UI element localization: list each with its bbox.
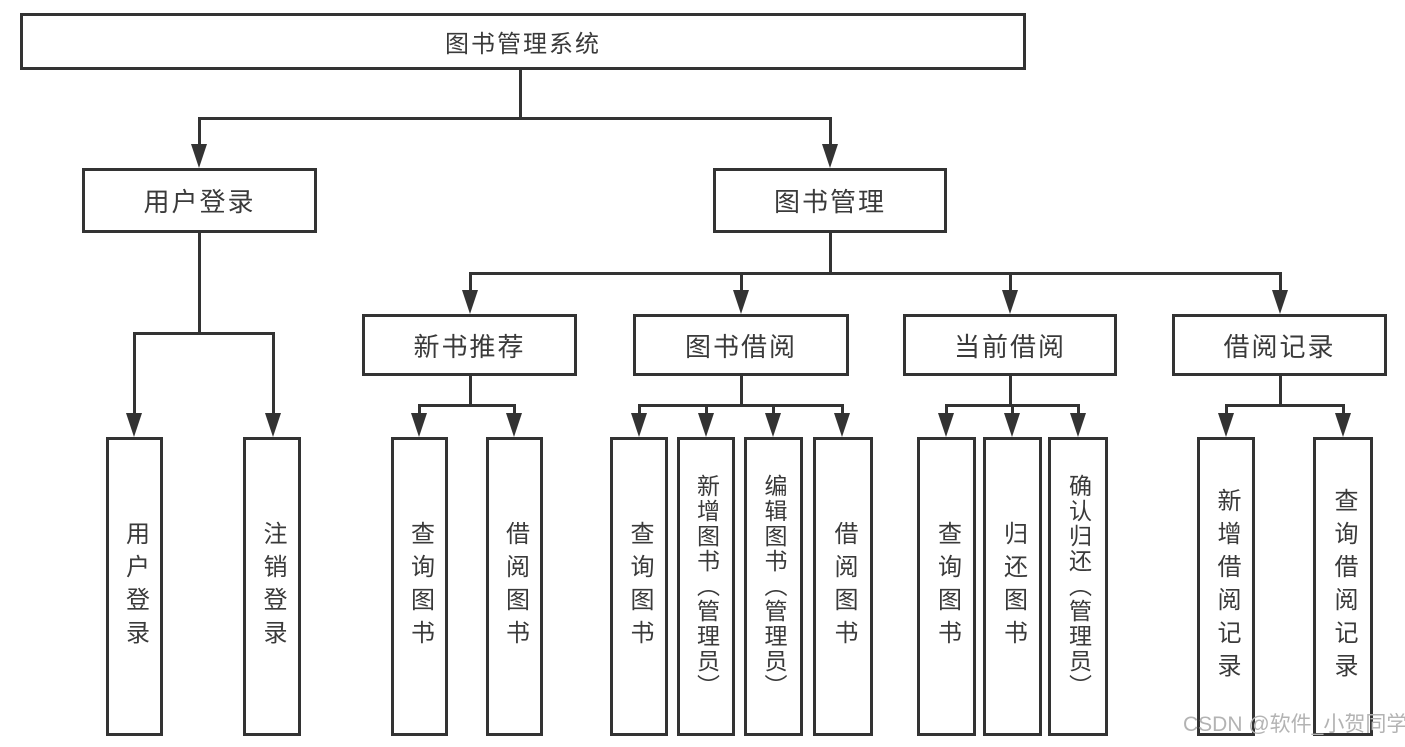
connector-line — [198, 233, 201, 334]
arrow-down-icon — [1272, 290, 1288, 314]
connector-line — [1342, 404, 1345, 416]
connector-line — [740, 376, 743, 406]
arrow-down-icon — [938, 413, 954, 437]
node-label: 用户登录 — [143, 187, 256, 217]
arrow-down-icon — [1335, 413, 1351, 437]
arrow-down-icon — [1004, 413, 1020, 437]
node-label: 查询图书 — [626, 520, 653, 653]
node-user-login-leaf: 用户登录 — [106, 437, 163, 736]
connector-line — [418, 404, 421, 416]
connector-line — [705, 404, 708, 416]
arrow-down-icon — [631, 413, 647, 437]
arrow-down-icon — [265, 413, 281, 437]
arrow-down-icon — [1070, 413, 1086, 437]
connector-line — [513, 404, 516, 416]
arrow-down-icon — [765, 413, 781, 437]
connector-line — [133, 332, 275, 335]
node-label: 新书推荐 — [413, 331, 526, 362]
node-return-book: 归还图书 — [983, 437, 1042, 736]
node-label: 归还图书 — [999, 520, 1027, 653]
arrow-down-icon — [822, 144, 838, 168]
connector-line — [469, 272, 472, 292]
node-query-book-3: 查询图书 — [917, 437, 976, 736]
node-label: 确认归还（管理员） — [1065, 474, 1092, 699]
connector-line — [829, 117, 832, 147]
arrow-down-icon — [834, 413, 850, 437]
connector-line — [829, 233, 832, 274]
connector-line — [1225, 404, 1228, 416]
connector-line — [519, 69, 522, 119]
node-library-system: 图书管理系统 — [20, 13, 1026, 70]
node-query-book-2: 查询图书 — [610, 437, 668, 736]
node-new-book-recommend: 新书推荐 — [362, 314, 577, 376]
connector-line — [469, 376, 472, 406]
connector-line — [945, 404, 948, 416]
connector-line — [272, 332, 275, 415]
connector-line — [1011, 404, 1014, 416]
node-add-book-admin: 新增图书（管理员） — [677, 437, 735, 736]
connector-line — [1225, 404, 1344, 407]
node-label: 借阅记录 — [1223, 331, 1336, 362]
arrow-down-icon — [1218, 413, 1234, 437]
arrow-down-icon — [506, 413, 522, 437]
node-query-book-1: 查询图书 — [391, 437, 448, 736]
node-borrow-book-1: 借阅图书 — [486, 437, 543, 736]
watermark: CSDN @软件_小贺同学 — [1183, 713, 1405, 736]
arrow-down-icon — [191, 144, 207, 168]
arrow-down-icon — [126, 413, 142, 437]
connector-line — [133, 332, 136, 415]
arrow-down-icon — [1002, 290, 1018, 314]
node-label: 图书借阅 — [684, 331, 797, 362]
node-label: 新增图书（管理员） — [693, 474, 720, 699]
node-label: 借阅图书 — [830, 520, 857, 653]
node-borrow-book-2: 借阅图书 — [813, 437, 873, 736]
node-add-borrow-record: 新增借阅记录 — [1197, 437, 1255, 736]
connector-line — [1009, 376, 1012, 406]
node-label: 编辑图书（管理员） — [761, 474, 787, 699]
node-label: 图书管理 — [773, 187, 886, 217]
connector-line — [1009, 272, 1012, 292]
node-book-borrow: 图书借阅 — [633, 314, 849, 376]
node-label: 图书管理系统 — [445, 31, 601, 58]
arrow-down-icon — [698, 413, 714, 437]
node-label: 新增借阅记录 — [1213, 487, 1240, 686]
node-label: 查询图书 — [406, 520, 434, 653]
node-confirm-return-admin: 确认归还（管理员） — [1048, 437, 1108, 736]
connector-line — [772, 404, 775, 416]
node-edit-book-admin: 编辑图书（管理员） — [744, 437, 803, 736]
connector-line — [740, 272, 743, 292]
node-label: 当前借阅 — [953, 331, 1066, 362]
arrow-down-icon — [733, 290, 749, 314]
connector-line — [638, 404, 844, 407]
node-logout: 注销登录 — [243, 437, 301, 736]
node-label: 查询借阅记录 — [1330, 487, 1357, 686]
connector-line — [198, 117, 201, 147]
node-query-borrow-record: 查询借阅记录 — [1313, 437, 1373, 736]
connector-line — [198, 117, 832, 120]
node-current-borrow: 当前借阅 — [903, 314, 1117, 376]
connector-line — [418, 404, 516, 407]
connector-line — [841, 404, 844, 416]
node-label: 查询图书 — [933, 520, 961, 653]
node-label: 用户登录 — [121, 520, 149, 653]
connector-line — [1279, 272, 1282, 292]
node-borrow-record: 借阅记录 — [1172, 314, 1387, 376]
node-book-management: 图书管理 — [713, 168, 947, 233]
connector-line — [1279, 376, 1282, 406]
connector-line — [638, 404, 641, 416]
node-label: 借阅图书 — [501, 520, 529, 653]
arrow-down-icon — [462, 290, 478, 314]
node-label: 注销登录 — [259, 520, 286, 653]
connector-line — [469, 272, 1281, 275]
connector-line — [1077, 404, 1080, 416]
node-user-login: 用户登录 — [82, 168, 317, 233]
arrow-down-icon — [411, 413, 427, 437]
